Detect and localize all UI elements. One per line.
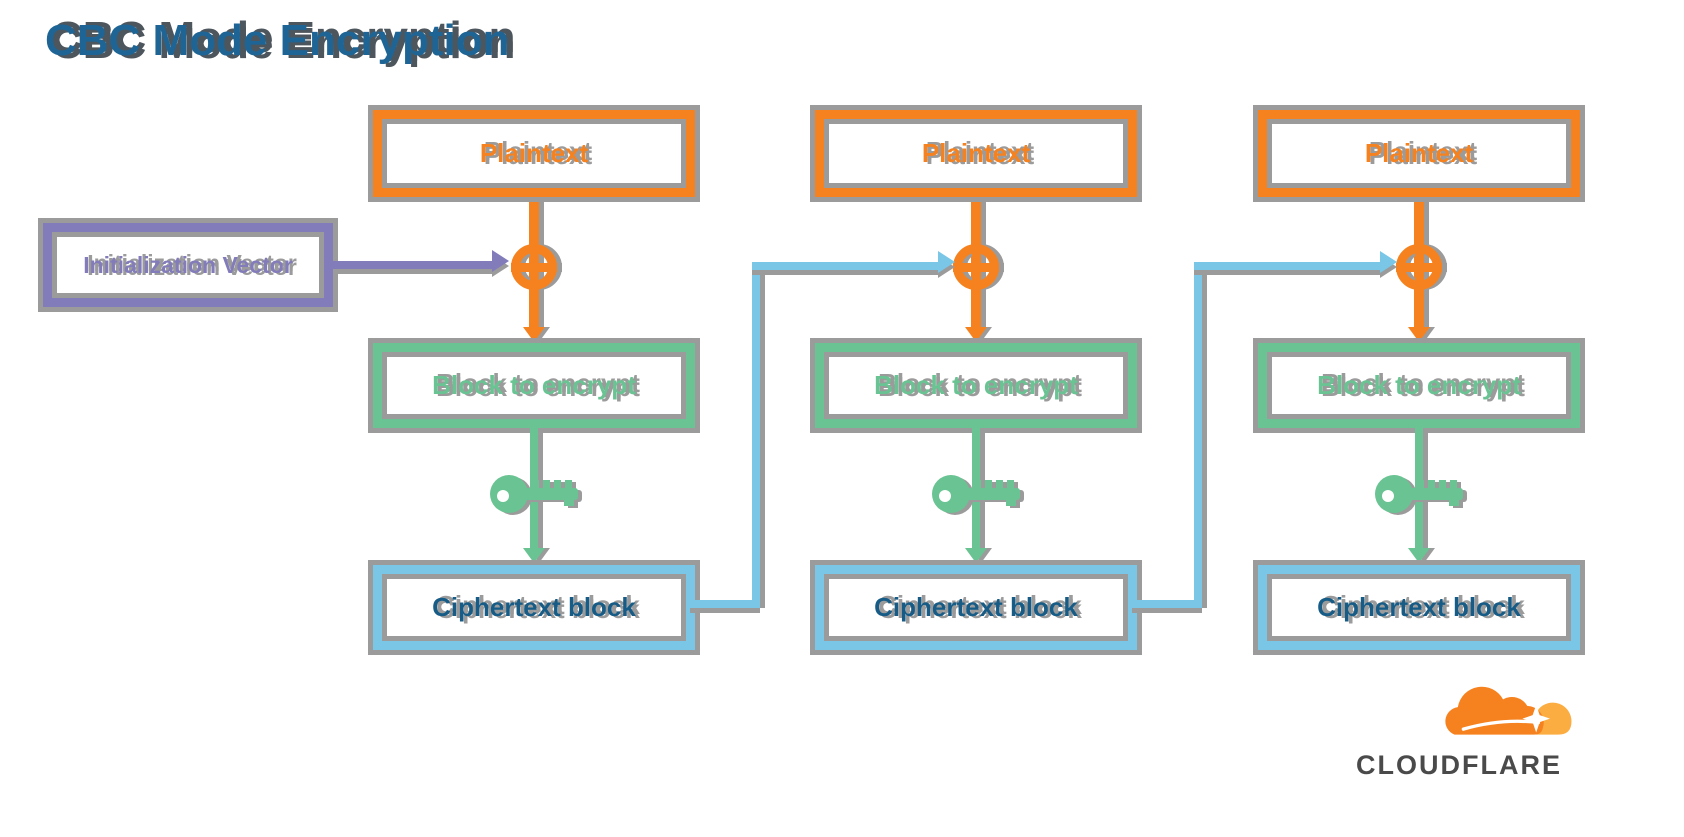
block-to-encrypt-label: Block to encrypt [874,370,1078,400]
cbc-column-2: Plaintext Block to encrypt Ciphertext bl… [815,0,1137,700]
arrow-right-icon [1380,251,1397,273]
plaintext-label: Plaintext [479,138,589,168]
feedback-line-1 [752,262,938,270]
xor-cross-bar [1414,244,1424,290]
xor-icon [953,244,999,290]
key-icon [490,475,578,513]
arrow-right-icon [492,250,509,272]
block-to-encrypt-box: Block to encrypt [1258,343,1580,428]
cbc-column-3: Plaintext Block to encrypt Ciphertext bl… [1258,0,1580,700]
arrow-down-icon [1408,548,1430,563]
xor-icon [511,244,557,290]
feedback-line-1 [752,262,760,608]
feedback-line-2 [1194,262,1380,270]
key-icon [1375,475,1463,513]
cbc-column-1: Plaintext Block to encrypt Ciphertext bl… [373,0,695,700]
arrow-down-icon [523,548,545,563]
cloudflare-wordmark: CLOUDFLARE [1356,750,1562,780]
cloudflare-cloud-icon [1445,686,1572,735]
arrow-down-icon [523,327,545,342]
feedback-line-2 [1194,262,1202,608]
ciphertext-block-box: Ciphertext block [1258,565,1580,650]
plaintext-box: Plaintext [373,110,695,197]
plaintext-box: Plaintext [1258,110,1580,197]
block-to-encrypt-label: Block to encrypt [1317,370,1521,400]
ciphertext-block-label: Ciphertext block [1317,592,1521,622]
ciphertext-block-label: Ciphertext block [432,592,636,622]
plaintext-label: Plaintext [921,138,1031,168]
ciphertext-block-box: Ciphertext block [373,565,695,650]
feedback-line-2 [1132,600,1202,608]
plaintext-label: Plaintext [1364,138,1474,168]
initialization-vector-box: Initialization Vector [43,223,333,307]
ciphertext-block-label: Ciphertext block [874,592,1078,622]
xor-cross-bar [529,244,539,290]
block-to-encrypt-box: Block to encrypt [373,343,695,428]
page-title: CBC Mode Encryption [45,16,510,65]
cloudflare-logo: CLOUDFLARE [1330,685,1588,785]
block-to-encrypt-box: Block to encrypt [815,343,1137,428]
arrow-down-icon [1408,327,1430,342]
feedback-line-1 [690,600,760,608]
initialization-vector-label: Initialization Vector [83,251,293,278]
arrow-down-icon [965,327,987,342]
iv-connector-line [333,261,492,269]
xor-icon [1396,244,1442,290]
ciphertext-block-box: Ciphertext block [815,565,1137,650]
xor-cross-bar [971,244,981,290]
key-icon [932,475,1020,513]
arrow-down-icon [965,548,987,563]
arrow-right-icon [938,251,955,273]
plaintext-box: Plaintext [815,110,1137,197]
block-to-encrypt-label: Block to encrypt [432,370,636,400]
